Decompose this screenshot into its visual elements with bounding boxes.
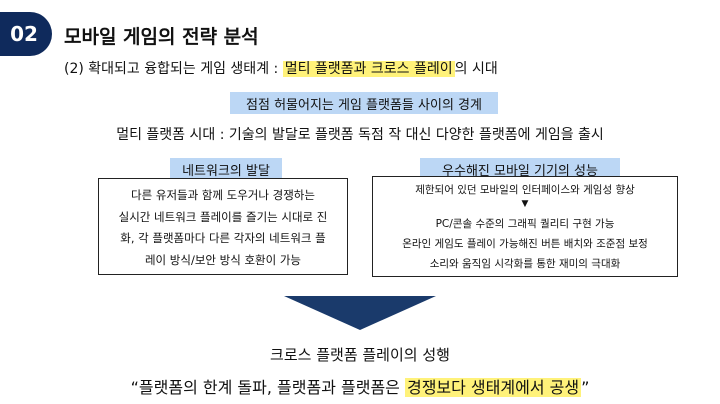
network-line: 실시간 네트워크 플레이를 즐기는 시대로 진 bbox=[118, 209, 328, 224]
quote-highlight: 경쟁보다 생태계에서 공생 bbox=[404, 378, 582, 397]
page-title: 모바일 게임의 전략 분석 bbox=[64, 26, 259, 48]
subtitle-suffix: 의 시대 bbox=[454, 61, 498, 77]
conclusion-quote: “플랫폼의 한계 돌파, 플랫폼과 플랫폼은 경쟁보다 생태계에서 공생” bbox=[0, 374, 720, 398]
section-number-badge: 02 bbox=[0, 12, 52, 56]
section-number: 02 bbox=[10, 22, 38, 46]
subtitle-highlight: 멀티 플랫폼과 크로스 플레이 bbox=[282, 61, 455, 77]
mobile-performance-box: 제한되어 있던 모바일의 인터페이스와 게임성 향상 ▼ PC/콘솔 수준의 그… bbox=[372, 176, 678, 277]
mobile-line: 소리와 움직임 시각화를 통한 재미의 극대화 bbox=[429, 258, 621, 270]
quote-prefix: “플랫폼의 한계 돌파, 플랫폼과 플랫폼은 bbox=[130, 378, 405, 397]
mobile-performance-label: 우수해진 모바일 기기의 성능 bbox=[420, 158, 620, 180]
mobile-line: 제한되어 있던 모바일의 인터페이스와 게임성 향상 bbox=[415, 184, 635, 196]
network-box: 다른 유저들과 함께 도우거나 경쟁하는 실시간 네트워크 플레이를 즐기는 시… bbox=[98, 178, 348, 275]
network-line: 화, 각 플랫폼마다 다른 각자의 네트워크 플 bbox=[120, 231, 326, 245]
down-arrow-icon bbox=[284, 296, 436, 330]
network-line: 레이 방식/보안 방식 호환이 가능 bbox=[144, 252, 302, 267]
network-label: 네트워크의 발달 bbox=[170, 158, 282, 180]
conclusion-title: 크로스 플랫폼 플레이의 성행 bbox=[270, 346, 450, 364]
network-line: 다른 유저들과 함께 도우거나 경쟁하는 bbox=[131, 188, 315, 202]
quote-suffix: ” bbox=[581, 378, 590, 397]
multi-platform-line: 멀티 플랫폼 시대 : 기술의 발달로 플랫폼 독점 작 대신 다양한 플랫폼에… bbox=[116, 127, 604, 143]
subtitle-prefix: (2) 확대되고 융합되는 게임 생태계 : bbox=[64, 61, 283, 77]
mobile-line: PC/콘솔 수준의 그래픽 퀄리티 구현 가능 bbox=[435, 218, 615, 230]
down-triangle-icon: ▼ bbox=[521, 199, 529, 209]
mobile-line: 온라인 게임도 플레이 가능해진 버튼 배치와 조준점 보정 bbox=[402, 238, 648, 250]
boundary-label: 점점 허물어지는 게임 플랫폼들 사이의 경계 bbox=[230, 92, 498, 114]
